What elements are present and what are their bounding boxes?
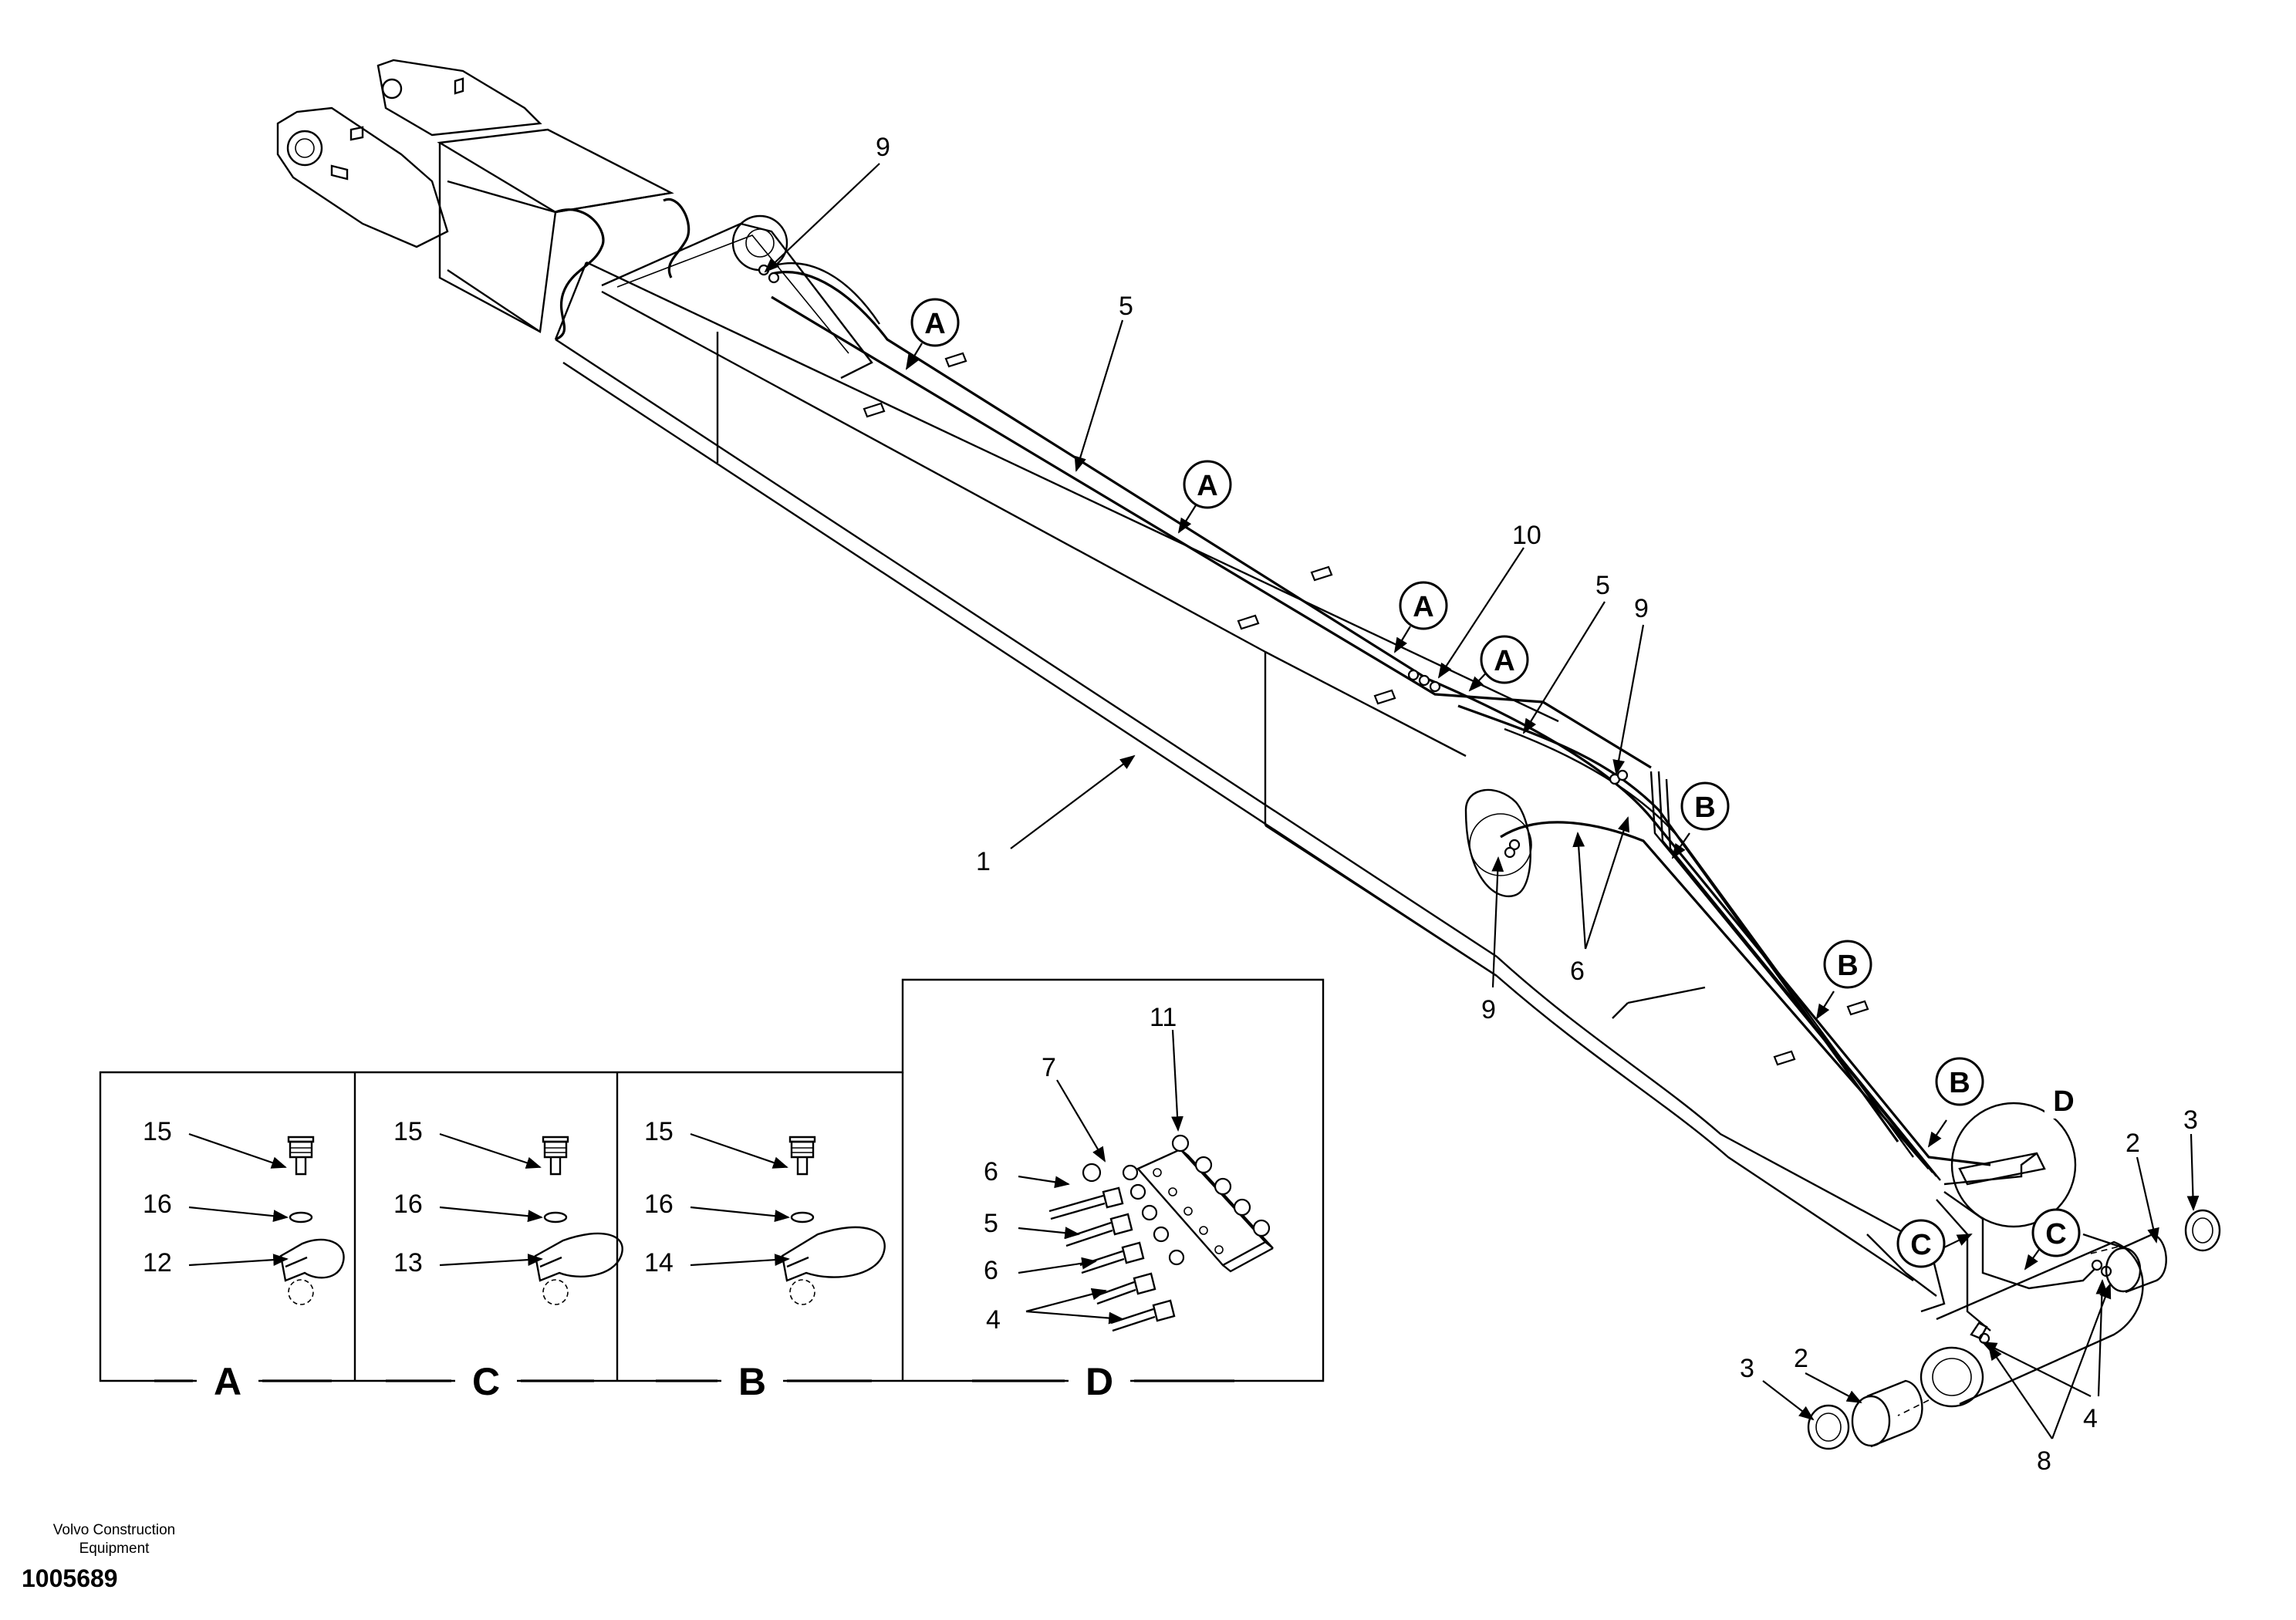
manifold-block-d bbox=[1048, 1134, 1274, 1332]
callout-11: 11 bbox=[1150, 1003, 1177, 1032]
panel-labels: A C B D bbox=[214, 1360, 1113, 1403]
callout-5-d: 5 bbox=[984, 1209, 998, 1238]
ref-b-3: B bbox=[1949, 1067, 1970, 1099]
callout-7: 7 bbox=[1042, 1053, 1056, 1082]
clamp-assembly-c bbox=[534, 1136, 623, 1305]
callout-4-d: 4 bbox=[986, 1305, 1001, 1335]
callout-labels: 1 5 5 9 9 9 10 6 2 3 2 3 4 8 15 16 12 15… bbox=[143, 133, 2198, 1476]
hydraulic-lines bbox=[758, 262, 2112, 1345]
callout-12: 12 bbox=[143, 1248, 172, 1277]
callout-9-top: 9 bbox=[876, 133, 890, 162]
ref-d: D bbox=[2053, 1085, 2074, 1118]
callout-6-d-bottom: 6 bbox=[984, 1256, 998, 1285]
callout-3-right: 3 bbox=[2183, 1105, 2198, 1135]
ref-a-3: A bbox=[1413, 591, 1433, 623]
callout-15-c: 15 bbox=[393, 1117, 423, 1146]
callout-6-main: 6 bbox=[1570, 957, 1585, 986]
clamp-assembly-a bbox=[279, 1136, 345, 1305]
callout-15-b: 15 bbox=[644, 1117, 674, 1146]
callout-4-main: 4 bbox=[2083, 1404, 2098, 1433]
callout-6-d-top: 6 bbox=[984, 1157, 998, 1186]
callout-9-bottom: 9 bbox=[1481, 995, 1496, 1024]
hose-clamps bbox=[863, 352, 1869, 1066]
callout-5-mid: 5 bbox=[1595, 571, 1610, 600]
panel-label-d: D bbox=[1086, 1360, 1113, 1403]
callout-9-right: 9 bbox=[1634, 594, 1649, 623]
callout-15-a: 15 bbox=[143, 1117, 172, 1146]
leader-lines bbox=[188, 163, 2200, 1439]
ref-a-1: A bbox=[924, 308, 945, 340]
detail-panels bbox=[99, 978, 1325, 1398]
callout-2-left: 2 bbox=[1794, 1344, 1808, 1373]
drawing-number: 1005689 bbox=[22, 1564, 118, 1592]
callout-16-c: 16 bbox=[393, 1190, 423, 1219]
clamp-assembly-b bbox=[781, 1136, 886, 1305]
callout-16-a: 16 bbox=[143, 1190, 172, 1219]
callout-2-right: 2 bbox=[2125, 1129, 2140, 1158]
ref-a-2: A bbox=[1197, 470, 1217, 502]
company-name-line2: Equipment bbox=[79, 1541, 150, 1557]
ref-c-2: C bbox=[2045, 1218, 2066, 1250]
callout-13: 13 bbox=[393, 1248, 423, 1277]
panel-label-b: B bbox=[738, 1360, 766, 1403]
panel-label-a: A bbox=[214, 1360, 241, 1403]
callout-5-top: 5 bbox=[1119, 292, 1133, 321]
callout-10: 10 bbox=[1512, 521, 1541, 550]
bushings bbox=[1807, 1209, 2221, 1450]
ref-a-4: A bbox=[1494, 645, 1514, 677]
ref-c-1: C bbox=[1910, 1229, 1931, 1261]
ref-b-1: B bbox=[1694, 791, 1715, 824]
boom-body bbox=[276, 59, 2144, 1408]
callout-3-left: 3 bbox=[1740, 1354, 1754, 1383]
callout-1: 1 bbox=[976, 847, 991, 876]
reference-markers: A A A A B B B C C D bbox=[910, 298, 2083, 1268]
ref-b-2: B bbox=[1837, 950, 1858, 982]
panel-label-c: C bbox=[472, 1360, 500, 1403]
company-name-line1: Volvo Construction bbox=[52, 1522, 176, 1538]
callout-14: 14 bbox=[644, 1248, 674, 1277]
callout-8: 8 bbox=[2037, 1446, 2051, 1476]
detail-d-circle bbox=[1950, 1102, 2077, 1228]
callout-16-b: 16 bbox=[644, 1190, 674, 1219]
footer: Volvo Construction Equipment 1005689 bbox=[22, 1521, 207, 1593]
